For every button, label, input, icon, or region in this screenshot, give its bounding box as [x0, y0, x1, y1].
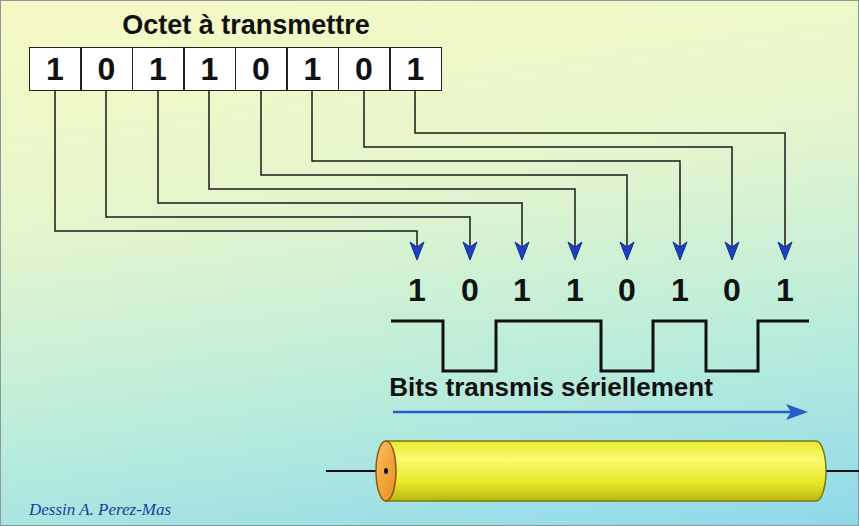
bit-value: 1 — [201, 53, 219, 85]
bit-value: 1 — [304, 53, 322, 85]
credit-text: Dessin A. Perez-Mas — [29, 501, 171, 520]
bit-value: 0 — [252, 53, 270, 85]
bit-value: 1 — [46, 53, 64, 85]
wire — [312, 91, 680, 248]
serial-bit: 0 — [723, 273, 741, 308]
bit-box: 1 — [287, 47, 339, 91]
signal-waveform — [391, 321, 809, 371]
serial-bit: 0 — [618, 273, 636, 308]
bit-value: 0 — [98, 53, 116, 85]
bit-box: 1 — [29, 47, 81, 91]
arrowhead — [463, 242, 477, 260]
wire — [261, 91, 627, 248]
arrowheads — [410, 242, 792, 260]
wire — [55, 91, 417, 248]
wire — [825, 470, 859, 472]
direction-arrow — [393, 404, 808, 420]
cable-body — [386, 441, 826, 501]
serial-bit: 1 — [671, 273, 689, 308]
wire — [158, 91, 522, 248]
bit-value: 0 — [355, 53, 373, 85]
arrowhead — [568, 242, 582, 260]
title-text: Octet à transmettre — [122, 11, 370, 41]
arrowhead — [778, 242, 792, 260]
arrowhead — [515, 242, 529, 260]
wire — [209, 91, 575, 248]
cable-end — [376, 441, 396, 501]
arrowhead — [620, 242, 634, 260]
bit-value: 1 — [407, 53, 425, 85]
wire — [415, 91, 785, 248]
bit-box: 1 — [390, 47, 442, 91]
serial-bit: 0 — [461, 273, 479, 308]
bit-box: 0 — [81, 47, 133, 91]
bit-value: 1 — [149, 53, 167, 85]
wire — [364, 91, 732, 248]
arrowhead — [410, 242, 424, 260]
conductor — [384, 468, 388, 474]
arrowhead — [725, 242, 739, 260]
serial-bit: 1 — [408, 273, 426, 308]
direction-label: Bits transmis sériellement — [389, 373, 713, 402]
bit-wires — [55, 91, 785, 248]
cable — [326, 441, 859, 501]
serial-bit: 1 — [776, 273, 794, 308]
serial-bit: 1 — [566, 273, 584, 308]
bit-box: 0 — [235, 47, 287, 91]
arrow-shaft — [393, 411, 791, 414]
bit-box: 1 — [132, 47, 184, 91]
arrowhead — [673, 242, 687, 260]
serial-bit: 1 — [513, 273, 531, 308]
arrowhead — [786, 404, 808, 420]
bit-box: 1 — [184, 47, 236, 91]
bit-box: 0 — [338, 47, 390, 91]
